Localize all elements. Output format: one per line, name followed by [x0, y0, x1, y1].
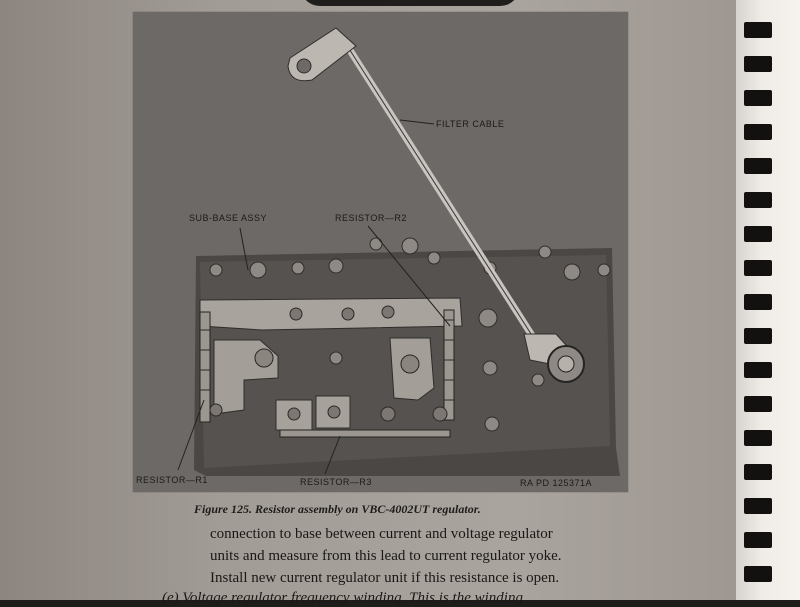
callout-resistor-r1: RESISTOR—R1 [136, 475, 208, 485]
filter-cable-shadow [345, 43, 541, 349]
binding-ring [744, 226, 772, 242]
callout-filter-cable: FILTER CABLE [436, 119, 505, 129]
bracket-nut [254, 348, 274, 368]
binding-ring [744, 532, 772, 548]
callout-leaders [177, 119, 451, 475]
page-shadow-top [300, 0, 520, 6]
body-text-line: Install new current regulator unit if th… [210, 570, 560, 586]
body-text-line: connection to base between current and v… [210, 526, 553, 542]
binding-ring [744, 328, 772, 344]
binding-ring [744, 294, 772, 310]
bottom-screws [209, 403, 448, 422]
callout-sub-base-assy: SUB-BASE ASSY [189, 213, 268, 223]
right-post [531, 373, 545, 387]
center-post [329, 351, 343, 365]
bus-bar [199, 297, 463, 331]
center-nut [400, 354, 420, 374]
binding-ring [744, 396, 772, 412]
terminal-nut-center [557, 355, 575, 373]
callout-resistor-r3: RESISTOR—R3 [300, 477, 372, 487]
resistor-r2-coil [443, 309, 455, 421]
body-text-line: units and measure from this lead to curr… [210, 548, 562, 564]
binding-ring [744, 124, 772, 140]
binding-ring [744, 260, 772, 276]
right-post [484, 416, 500, 432]
binding-ring [744, 56, 772, 72]
filter-cable-lug-top [287, 27, 357, 82]
binding-ring [744, 158, 772, 174]
binding-ring [744, 566, 772, 582]
binding-ring [744, 430, 772, 446]
resistor-r3-coil [279, 429, 451, 438]
body-text-line: (e) Voltage regulator frequency winding.… [162, 590, 523, 606]
binding-ring [744, 22, 772, 38]
right-post [478, 308, 498, 328]
binding-ring [744, 362, 772, 378]
binding-ring [744, 192, 772, 208]
bus-bar-screws [289, 305, 395, 321]
lug-hole [296, 58, 312, 74]
top-terminal-row [209, 237, 611, 281]
figure-caption: Figure 125. Resistor assembly on VBC-400… [194, 502, 481, 516]
right-post [482, 360, 498, 376]
photo-reference-number: RA PD 125371A [520, 478, 593, 488]
binding-ring [744, 464, 772, 480]
resistor-r1-coil [199, 311, 211, 423]
binding-ring [744, 498, 772, 514]
binding-ring [744, 90, 772, 106]
callout-resistor-r2: RESISTOR—R2 [335, 213, 407, 223]
